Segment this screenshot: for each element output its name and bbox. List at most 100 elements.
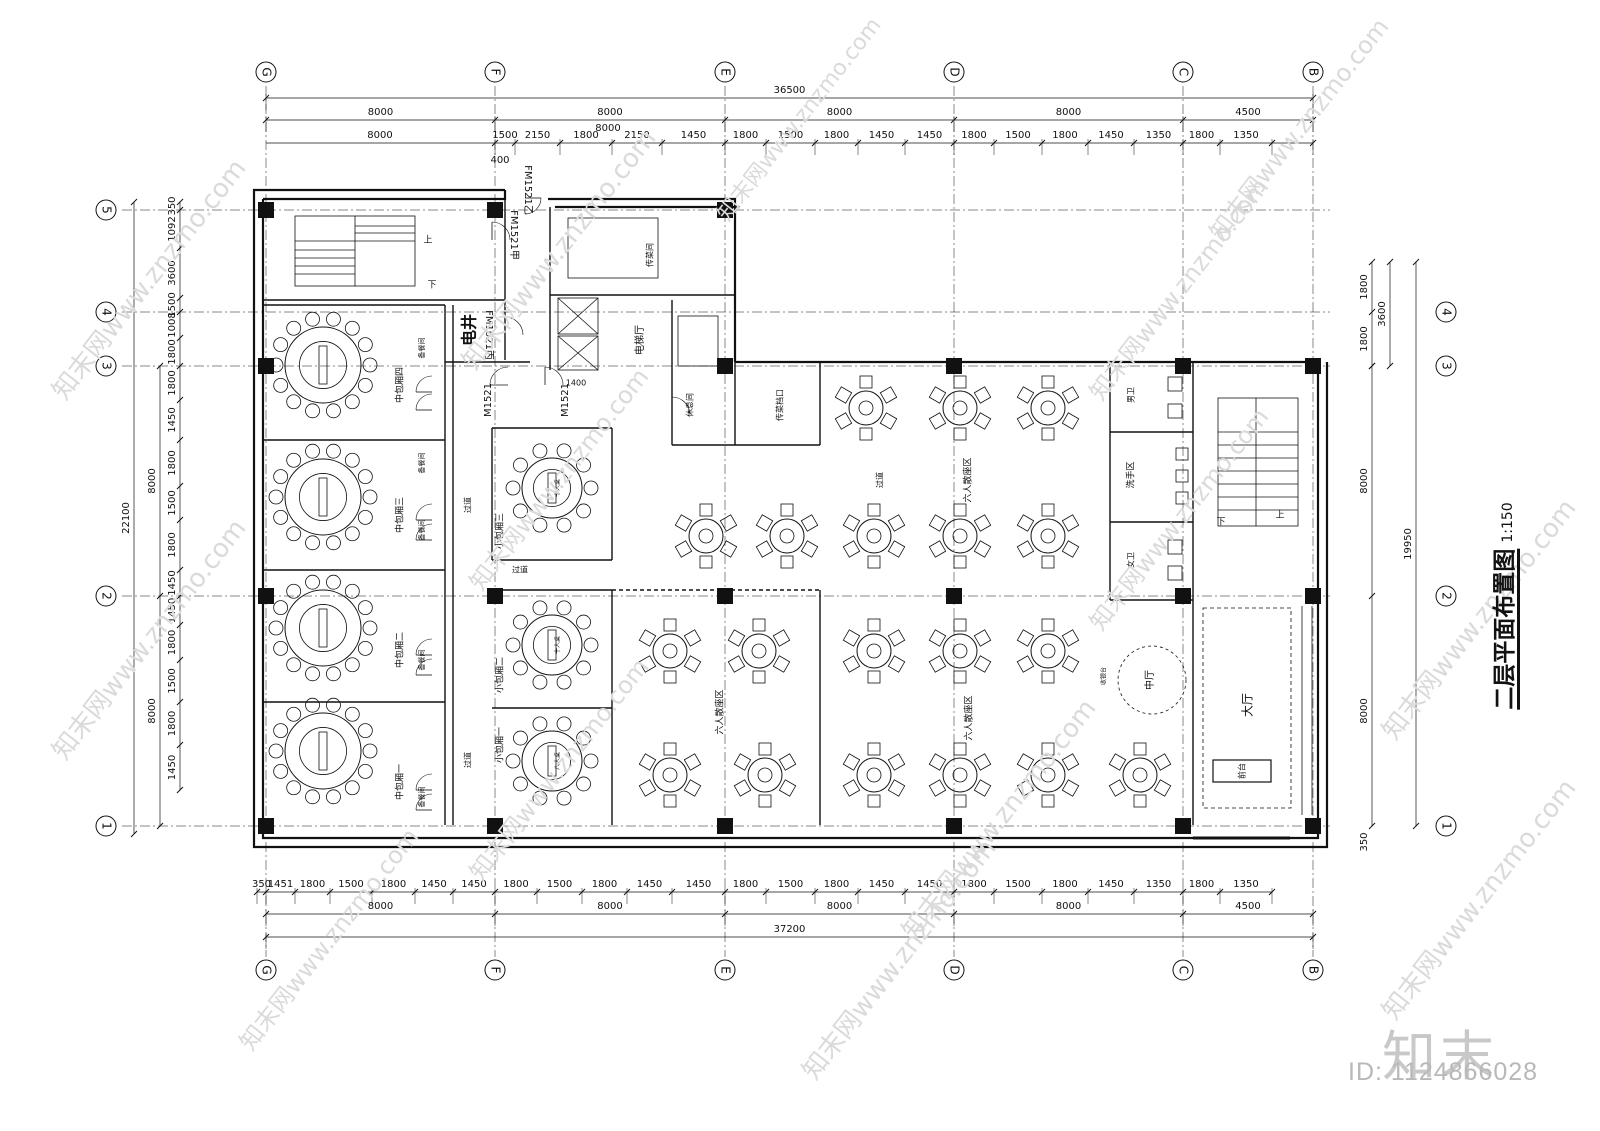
dimension-tick <box>1368 592 1376 600</box>
dim-bottom-detail: 1500 <box>1005 879 1030 890</box>
dim-top-detail: 1800 <box>733 130 758 141</box>
chair <box>513 730 528 746</box>
structural-column <box>258 818 274 834</box>
tabletop-decor <box>547 472 557 504</box>
chair <box>286 583 302 599</box>
grid-bubble <box>484 959 506 981</box>
dimension-tick <box>1368 362 1376 370</box>
chair <box>879 386 898 404</box>
chair <box>326 666 341 682</box>
room-label-small2: 小包厢二 <box>494 657 506 693</box>
chair <box>1016 514 1035 532</box>
dim-top-detail: 2150 <box>624 130 649 141</box>
dim-left-detail: 1450 <box>167 755 178 780</box>
six-seat-table-center <box>698 528 714 544</box>
chair <box>953 375 967 389</box>
chair <box>1108 753 1127 771</box>
chair <box>879 412 898 430</box>
chair <box>326 403 341 419</box>
chair <box>973 386 992 404</box>
facade-planting <box>1301 606 1313 815</box>
chair <box>513 660 528 676</box>
dim-top-small: 400 <box>490 155 509 166</box>
six-seat-table <box>942 518 978 554</box>
grid-bubble <box>943 61 965 83</box>
six-seat-table-center <box>751 643 767 659</box>
room-label-elec-shaft: 电井 <box>460 314 479 346</box>
stair-label-down: 下 <box>1216 518 1225 528</box>
structural-column <box>946 588 962 604</box>
watermark-text: 知末网www.znzmo.com <box>47 154 253 406</box>
chair <box>834 412 853 430</box>
tabletop-decor <box>318 477 328 517</box>
chair <box>556 517 572 533</box>
six-seat-table <box>741 633 777 669</box>
dim-top-bay: 4500 <box>1235 107 1260 118</box>
chair <box>505 480 521 496</box>
grid-label-bottom: E <box>719 966 733 974</box>
door-swing <box>415 375 433 393</box>
six-seat-table-center <box>952 643 968 659</box>
chair <box>576 503 591 519</box>
chair <box>357 377 373 393</box>
grid-bubble <box>95 301 117 323</box>
chair <box>532 716 548 732</box>
chair <box>305 697 320 713</box>
watermark-text: 知末网www.znzmo.com <box>464 653 654 886</box>
dim-left-detail: 1450 <box>167 407 178 432</box>
chair <box>286 657 302 673</box>
dimension-tick <box>176 308 184 316</box>
chair <box>305 403 320 419</box>
grid-label-top: C <box>1177 68 1191 76</box>
chair <box>842 540 861 558</box>
chair <box>1061 386 1080 404</box>
grid-bubble <box>1302 61 1324 83</box>
chair <box>532 443 548 459</box>
drawing-scale: 1:150 <box>1500 502 1516 543</box>
chair <box>663 670 677 684</box>
six-seat-table-center <box>1040 528 1056 544</box>
chair <box>778 779 797 797</box>
stair-label-down: 下 <box>427 281 436 291</box>
dimension-tick <box>176 698 184 706</box>
vip-table <box>284 326 362 404</box>
dim-left-detail: 1500 <box>167 490 178 515</box>
chair <box>286 394 302 410</box>
chair <box>305 443 320 459</box>
room-label-corridor: 过道 <box>512 565 528 575</box>
chair <box>362 620 378 636</box>
dim-right-bay: 8000 <box>1359 698 1370 723</box>
chair <box>867 742 881 756</box>
dim-right-detail: 3600 <box>1377 301 1388 326</box>
dim-left-detail: 1800 <box>167 370 178 395</box>
grid-label-top: D <box>948 67 962 76</box>
six-seat-table <box>856 757 892 793</box>
chair <box>1016 779 1035 797</box>
dimension-tick <box>176 592 184 600</box>
six-seat-table-center <box>757 767 773 783</box>
chair <box>556 790 572 806</box>
chair <box>505 637 521 653</box>
grid-bubble <box>95 355 117 377</box>
chair <box>887 629 906 647</box>
chair <box>1108 779 1127 797</box>
chair <box>638 655 657 673</box>
six-seat-table <box>652 757 688 793</box>
room-label-vip2: 中包厢二 <box>394 632 406 668</box>
door-label: FM1021丙 <box>483 310 494 360</box>
vip-table <box>284 712 362 790</box>
structural-column <box>1305 358 1321 374</box>
dim-top-detail: 1800 <box>824 130 849 141</box>
room-label-dish-port: 传菜档口 <box>775 389 785 421</box>
dim-left-bay: 8000 <box>147 468 158 493</box>
grid-label-top: E <box>719 68 733 76</box>
chair <box>1153 779 1172 797</box>
chair <box>556 716 572 732</box>
dim-bottom-bay: 8000 <box>827 901 852 912</box>
chair <box>887 514 906 532</box>
dim-bottom-detail: 1800 <box>733 879 758 890</box>
chair <box>699 503 713 517</box>
chair <box>1016 540 1035 558</box>
chair <box>758 742 772 756</box>
chair <box>344 706 360 722</box>
